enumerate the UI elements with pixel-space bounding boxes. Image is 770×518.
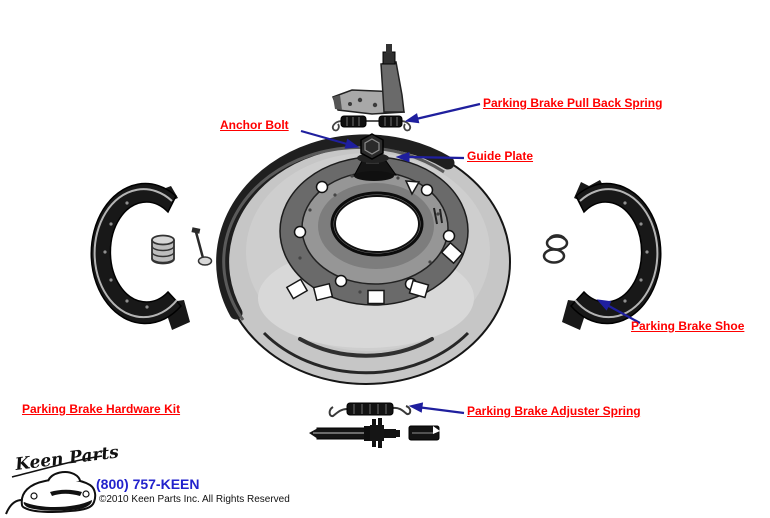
- label-guide-plate[interactable]: Guide Plate: [467, 149, 534, 163]
- adjuster-spring-part: [328, 402, 412, 418]
- hub-knockouts: [285, 180, 464, 305]
- label-parking-brake-shoe[interactable]: Parking Brake Shoe: [631, 319, 745, 333]
- label-parking-brake-hardware-kit[interactable]: Parking Brake Hardware Kit: [22, 402, 181, 416]
- hub-speckle: [298, 174, 440, 294]
- leader-arrow-adjuster-spring: [408, 402, 465, 415]
- adjuster-socket: [408, 425, 440, 441]
- anchor-bolt-part: [357, 133, 389, 164]
- leader-arrow-guide-plate: [395, 151, 465, 163]
- backing-plate: [216, 134, 511, 385]
- copyright-notice: ©2010 Keen Parts Inc. All Rights Reserve…: [99, 494, 290, 505]
- corvette-car-icon: [5, 471, 97, 515]
- shoe-return-springs: [542, 234, 569, 264]
- adjuster-screw: [309, 418, 400, 448]
- leader-arrow-parking-brake-shoe: [596, 299, 641, 324]
- shoe-rivets-left: [103, 201, 149, 309]
- label-parking-brake-adjuster-spring[interactable]: Parking Brake Adjuster Spring: [467, 404, 641, 418]
- keen-parts-logo-text: Keen Parts: [13, 442, 120, 475]
- leader-arrow-pull-back-spring: [404, 102, 481, 124]
- phone-number: (800) 757-KEEN: [96, 476, 200, 492]
- leader-arrow-anchor-bolt: [300, 129, 360, 149]
- hold-down-spring: [151, 234, 175, 265]
- parking-brake-shoe-left: [90, 182, 190, 330]
- actuator-lever: [332, 44, 405, 115]
- label-anchor-bolt[interactable]: Anchor Bolt: [220, 118, 289, 132]
- parking-brake-shoe-right: [562, 180, 662, 330]
- pull-back-spring: [331, 115, 412, 132]
- hold-down-pin: [191, 227, 213, 266]
- label-parking-brake-pull-back-spring[interactable]: Parking Brake Pull Back Spring: [483, 96, 663, 110]
- guide-plate-part: [353, 160, 397, 181]
- leader-arrows: [300, 102, 641, 415]
